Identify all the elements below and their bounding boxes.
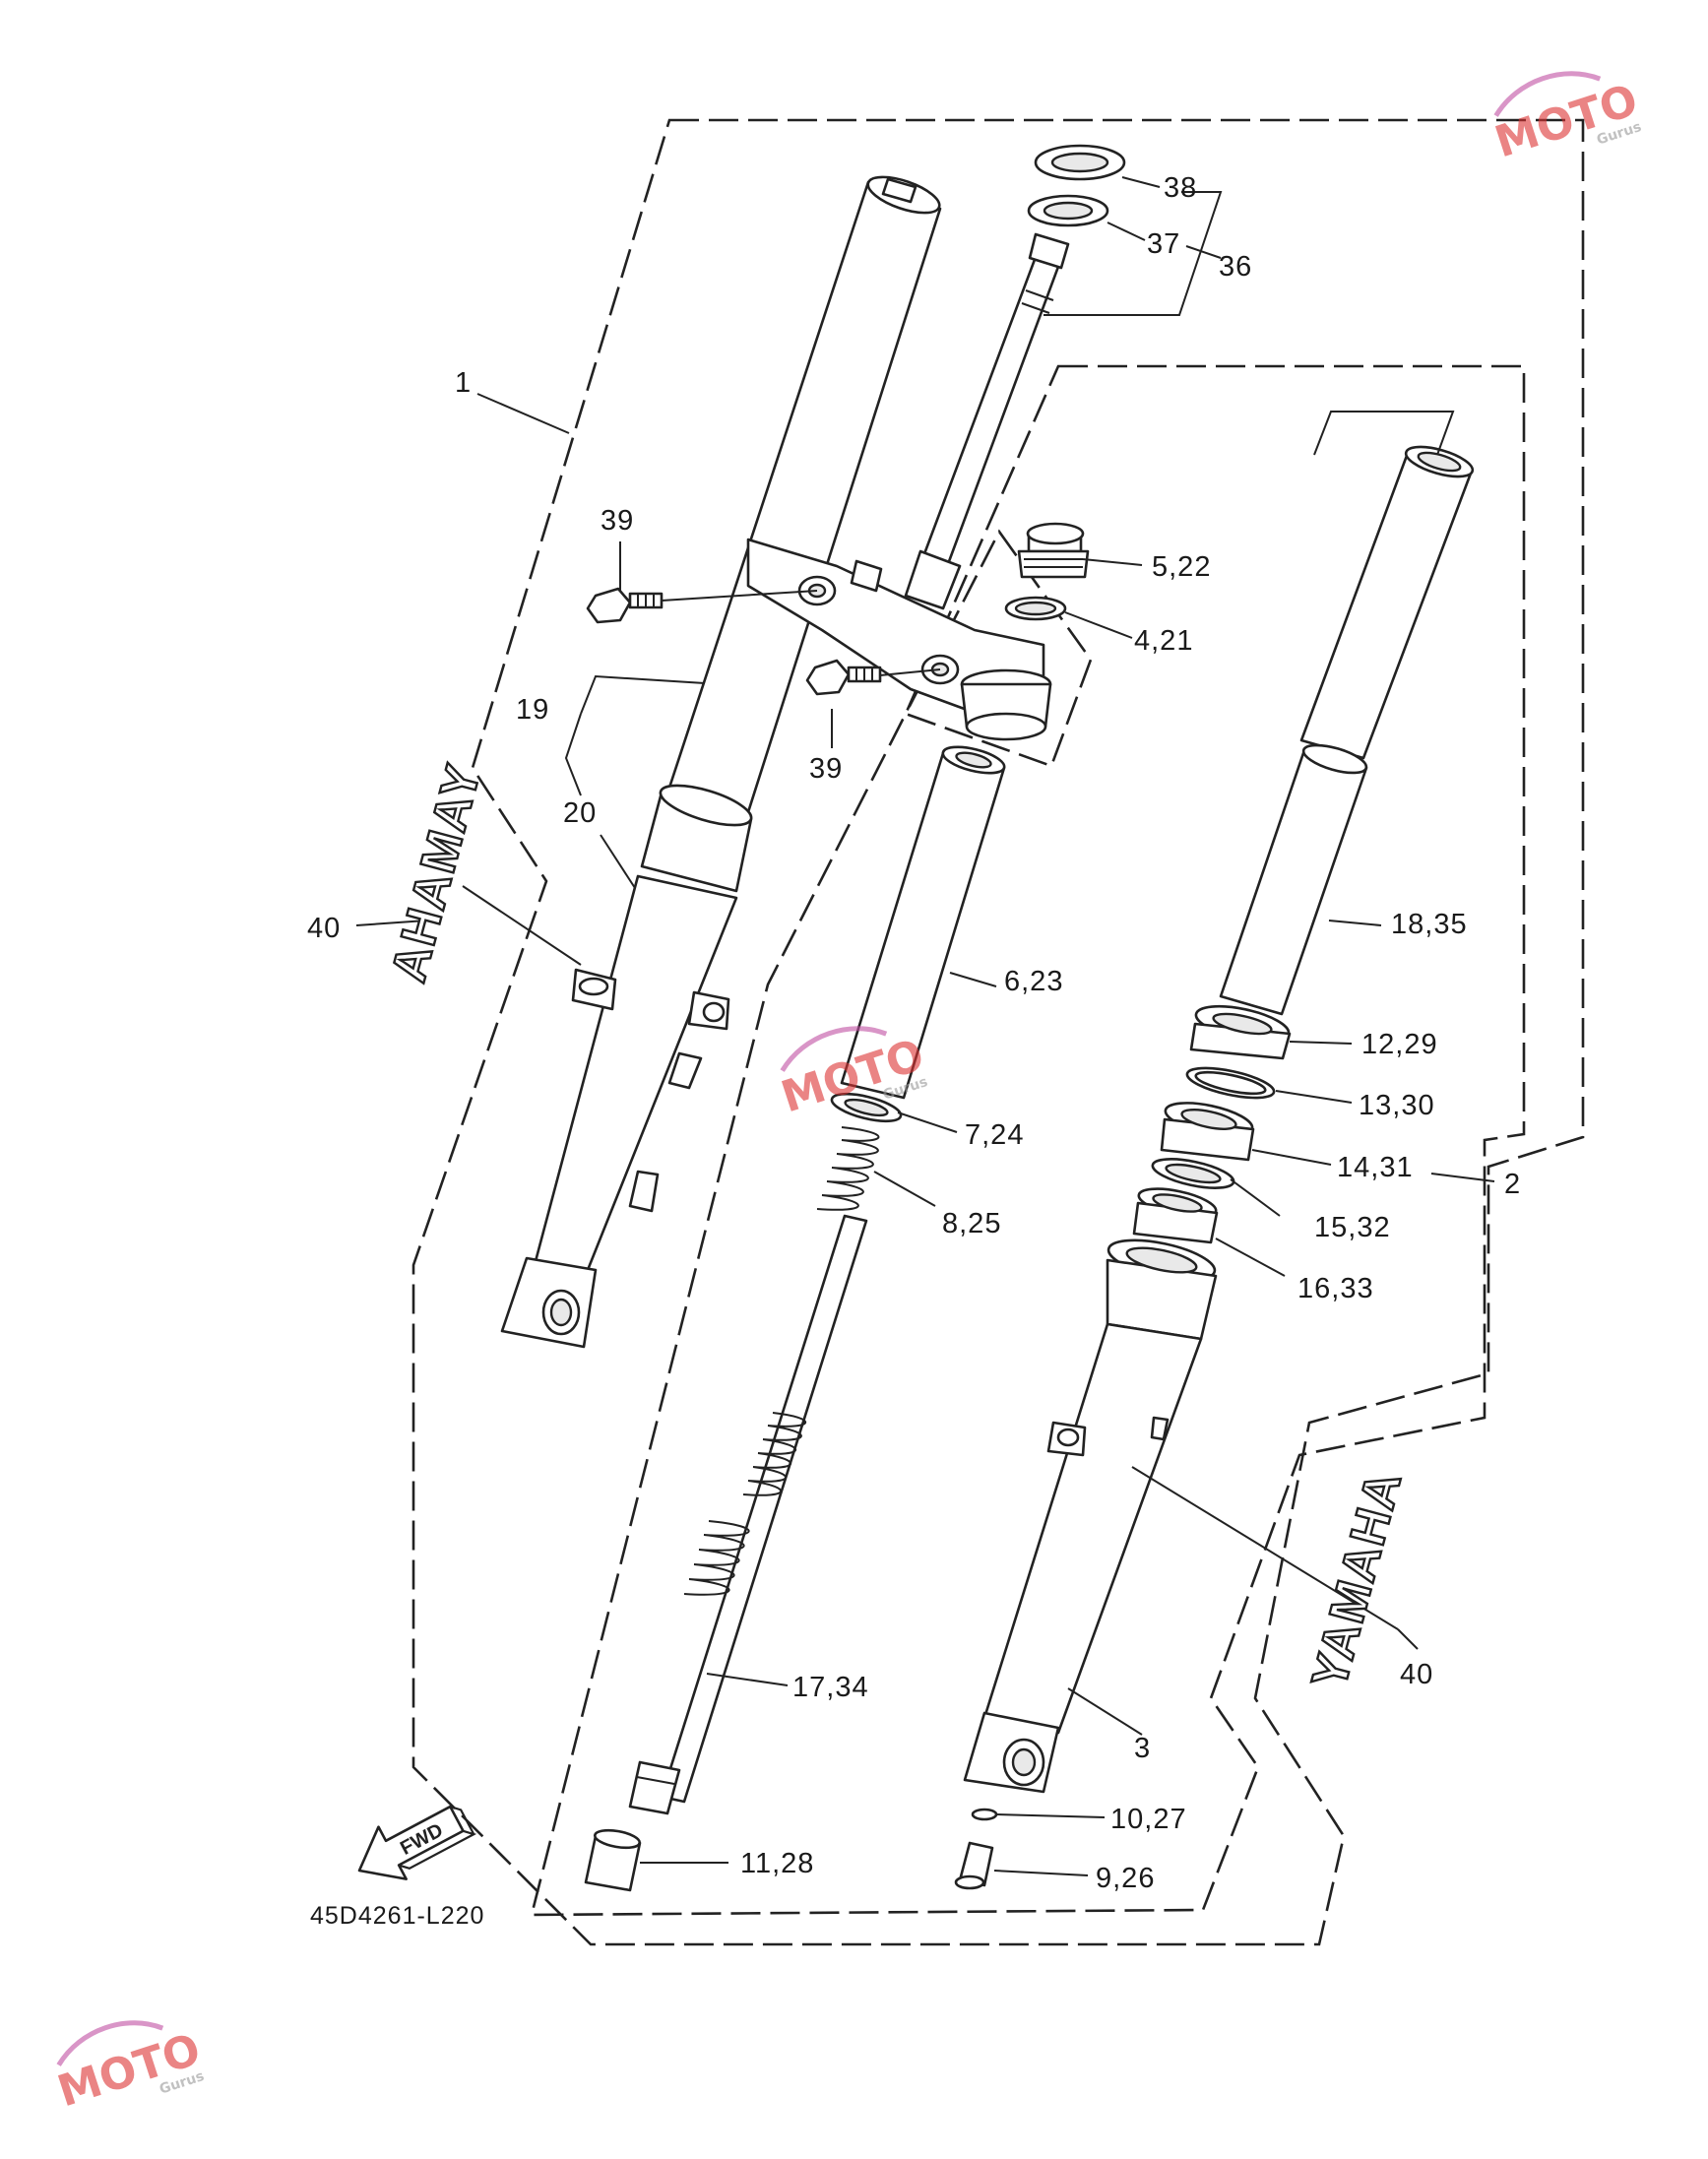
callout-13-30: 13,30 (1359, 1090, 1435, 1121)
upper-bearing-parts (1027, 144, 1126, 227)
bolt-39-upper (586, 587, 664, 624)
callout-1: 1 (455, 367, 472, 399)
brand-text-left: AHAMAY (379, 756, 492, 988)
callout-17-34: 17,34 (792, 1672, 869, 1703)
spring-8-25 (816, 1126, 880, 1211)
callout-18-35: 18,35 (1391, 909, 1468, 940)
bolt-39-lower (805, 659, 882, 696)
callout-20: 20 (563, 797, 597, 829)
inner-tube-right (1299, 445, 1475, 760)
callout-14-31: 14,31 (1337, 1152, 1414, 1183)
diagram-code: 45D4261-L220 (310, 1902, 484, 1930)
washer-7-24 (830, 1092, 903, 1123)
spacer-18-35 (1219, 743, 1368, 1016)
callout-36: 36 (1219, 251, 1252, 283)
callout-15-32: 15,32 (1314, 1212, 1391, 1243)
callout-12-29: 12,29 (1361, 1029, 1438, 1060)
callout-4-21: 4,21 (1134, 625, 1193, 657)
clip-13-30 (1185, 1066, 1276, 1100)
washer-15-32 (1151, 1158, 1235, 1189)
fork-assembly-left (500, 175, 942, 1349)
gasket-10-27 (971, 1808, 998, 1821)
callout-2: 2 (1504, 1169, 1521, 1200)
callout-10-27: 10,27 (1110, 1804, 1187, 1835)
watermark-logo: MOTO (52, 2024, 207, 2117)
collar-11-28 (584, 1828, 642, 1892)
assembly-outline-1 (411, 118, 1585, 1946)
callout-40-left: 40 (307, 913, 341, 944)
callout-38: 38 (1164, 172, 1197, 204)
watermark-logo: MOTO (1489, 75, 1644, 167)
bolt-9-26 (954, 1841, 994, 1890)
callout-19: 19 (516, 694, 549, 726)
damper-rod-17-34 (628, 1214, 868, 1815)
outer-tube-right (963, 1238, 1218, 1794)
callout-8-25: 8,25 (942, 1208, 1001, 1239)
callout-37: 37 (1147, 228, 1180, 260)
fwd-arrow: FWD (357, 1805, 477, 1880)
leader-lines (355, 176, 1495, 1876)
callout-39-upper: 39 (601, 505, 634, 537)
watermark-bottom-left: MOTO Gurus (52, 2020, 207, 2117)
watermark-top-right: MOTO Gurus (1489, 71, 1644, 167)
callout-7-24: 7,24 (965, 1119, 1024, 1151)
spacer-pipe-6-23 (840, 745, 1006, 1100)
callout-39-lower: 39 (809, 753, 843, 785)
callout-16-33: 16,33 (1297, 1273, 1374, 1304)
callout-40-right: 40 (1400, 1659, 1433, 1690)
oil-seal-14-31 (1160, 1102, 1255, 1162)
callout-6-23: 6,23 (1004, 966, 1063, 997)
callout-labels: 38 37 36 1 39 39 5,22 4,21 19 20 40 6,23… (307, 172, 1521, 1894)
seal-12-29 (1189, 1004, 1292, 1060)
callout-9-26: 9,26 (1096, 1863, 1155, 1894)
cap-bolt (1004, 522, 1090, 621)
bushing-16-33 (1132, 1187, 1219, 1244)
assembly-outline-2 (530, 364, 1526, 1917)
callout-3: 3 (1134, 1733, 1151, 1764)
steering-stem (746, 232, 1070, 741)
brand-mirrored-text: AHAMAY (381, 757, 492, 987)
callout-5-22: 5,22 (1152, 551, 1211, 583)
callout-11-28: 11,28 (740, 1848, 814, 1879)
